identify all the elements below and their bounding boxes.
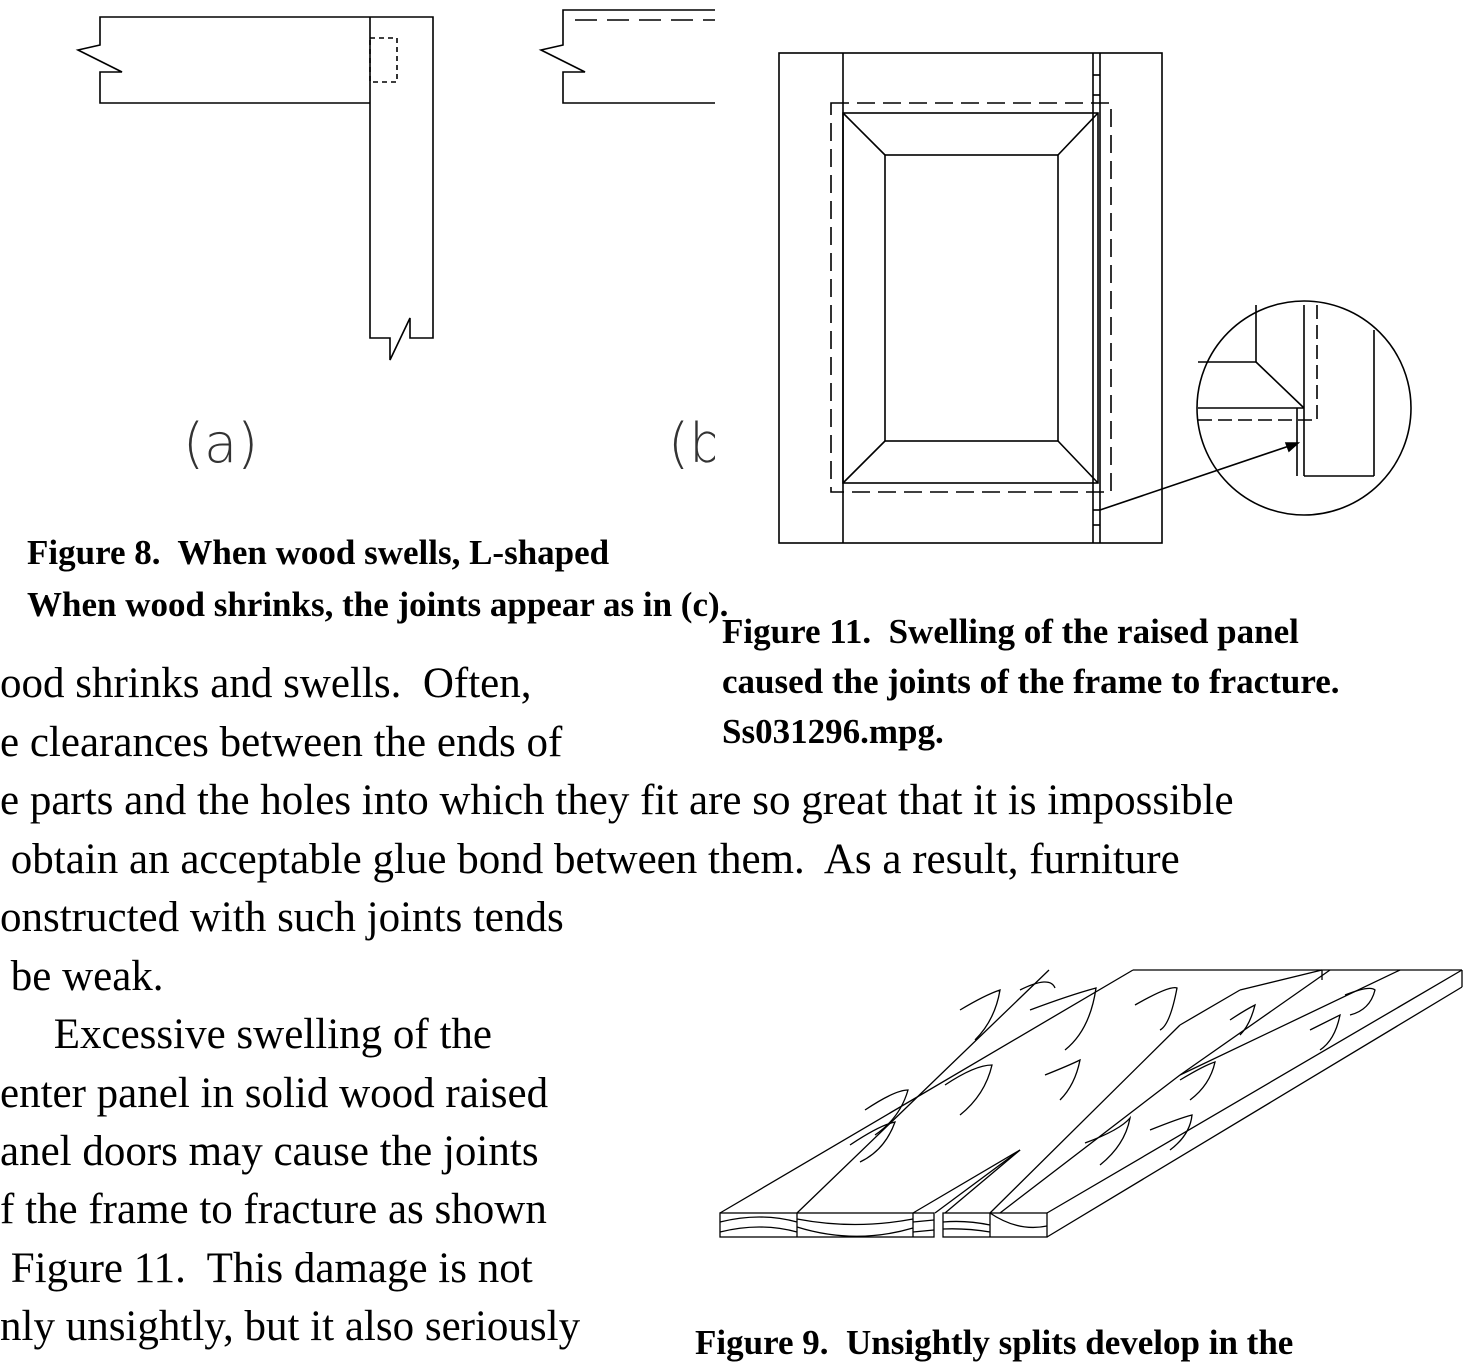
figure-8b-label-clip: (b <box>660 405 715 485</box>
figure-9-caption-line1: Figure 9. Unsightly splits develop in th… <box>695 1323 1294 1362</box>
figure-11-caption-line1: Figure 11. Swelling of the raised panel <box>722 612 1299 651</box>
body-text-line: Figure 11. This damage is not <box>0 1245 533 1292</box>
body-text-line: e clearances between the ends of <box>0 719 563 766</box>
body-text-line: be weak. <box>0 953 164 1000</box>
body-text-line: nly unsightly, but it also seriously <box>0 1303 581 1350</box>
body-text-line: enter panel in solid wood raised <box>0 1070 549 1117</box>
figure-11-raised-panel-door <box>778 52 1412 544</box>
figure-11-caption-line3: Ss031296.mpg. <box>722 712 944 751</box>
figure-8-caption-line2: When wood shrinks, the joints appear as … <box>27 585 729 624</box>
body-text-line: Excessive swelling of the <box>0 1011 493 1058</box>
body-text-line: onstructed with such joints tends <box>0 894 564 941</box>
body-text-line: f the frame to fracture as shown <box>0 1186 547 1233</box>
figure-8-caption-line1: Figure 8. When wood swells, L-shaped <box>27 533 610 572</box>
figure-8-caption-line1-clip: Figure 8. When wood swells, L-shaped <box>27 528 715 580</box>
body-text-line: ood shrinks and swells. Often, <box>0 660 532 707</box>
body-text-line: e parts and the holes into which they fi… <box>0 777 1234 824</box>
figure-11-caption-line2: caused the joints of the frame to fractu… <box>722 662 1340 701</box>
figure-8b-joint-drawing <box>538 9 715 104</box>
figure-8b-label: (b <box>668 412 715 475</box>
body-text-line: obtain an acceptable glue bond between t… <box>0 836 1180 883</box>
body-text-line: anel doors may cause the joints <box>0 1128 539 1175</box>
figure-9-split-boards <box>719 969 1463 1238</box>
figure-8a-joint-drawing <box>75 16 434 361</box>
figure-8a-label: (a) <box>183 412 259 475</box>
